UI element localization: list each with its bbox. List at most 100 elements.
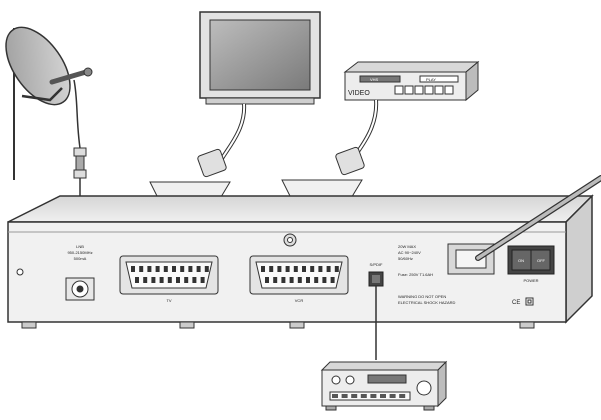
amp-button bbox=[360, 394, 367, 398]
scart-pin bbox=[281, 277, 286, 283]
power-spec-1: 20W MAX bbox=[398, 244, 416, 249]
scart-pin bbox=[188, 266, 193, 272]
vcr-port-label: VCR bbox=[295, 298, 304, 303]
power-spec-2: AC 90~240V bbox=[398, 250, 421, 255]
scart-pin bbox=[293, 266, 298, 272]
vcr-display-text-2: PLAY bbox=[426, 77, 436, 82]
television bbox=[199, 11, 321, 105]
switch-off-label: OFF bbox=[537, 258, 546, 263]
scart-pin bbox=[192, 277, 197, 283]
tv-screen bbox=[209, 19, 311, 91]
switch-on-label: ON bbox=[518, 258, 524, 263]
fuse-label: Fuse: 250V T1.6AH bbox=[398, 272, 433, 277]
tv-port-label: TV bbox=[166, 298, 171, 303]
screw-left bbox=[16, 268, 24, 276]
scart-pin bbox=[326, 266, 331, 272]
scart-pin bbox=[302, 266, 306, 272]
amp-button bbox=[399, 394, 406, 398]
ce-mark: CE bbox=[512, 300, 520, 306]
power-switch bbox=[507, 245, 555, 275]
vcr: VIDEO VHS PLAY bbox=[343, 60, 480, 102]
foot-4 bbox=[519, 321, 535, 329]
scart-pin bbox=[265, 277, 269, 283]
scart-pin bbox=[155, 266, 160, 272]
spdif-label: S/PDIF bbox=[370, 262, 383, 267]
foot-3 bbox=[289, 321, 305, 329]
dish-reflector bbox=[5, 26, 71, 106]
scart-pin bbox=[151, 277, 156, 283]
vcr-button-3 bbox=[414, 85, 424, 95]
amp-volume-knob bbox=[416, 380, 432, 396]
scart-pin bbox=[196, 266, 201, 272]
scart-pin bbox=[135, 277, 139, 283]
dish-arm bbox=[49, 69, 89, 85]
dish-bracket bbox=[21, 87, 63, 102]
scart-pin bbox=[334, 266, 339, 272]
scart-pin bbox=[314, 277, 319, 283]
amp-knob-2 bbox=[345, 375, 355, 385]
amp-button bbox=[332, 394, 338, 398]
scart-pin bbox=[322, 277, 327, 283]
lnb-spec-2: 500mA bbox=[74, 256, 87, 261]
audio-amplifier bbox=[320, 360, 448, 411]
amp-foot-left bbox=[325, 405, 337, 411]
foot-2 bbox=[179, 321, 195, 329]
power-label: POWER bbox=[523, 278, 538, 283]
vcr-display-right bbox=[419, 75, 459, 83]
scart-pin bbox=[143, 277, 148, 283]
scart-tv-pins bbox=[131, 266, 209, 283]
lnb-spec-1: 950-2150MHz bbox=[67, 250, 92, 255]
scart-pin bbox=[297, 277, 302, 283]
tv-base bbox=[205, 97, 315, 105]
amp-button bbox=[351, 394, 358, 398]
receiver-top bbox=[7, 195, 594, 223]
vcr-display-left bbox=[359, 75, 401, 83]
scart-pin bbox=[269, 266, 274, 272]
scart-pin bbox=[167, 277, 172, 283]
scart-pin bbox=[176, 277, 180, 283]
scart-socket-vcr bbox=[249, 255, 349, 295]
vcr-button-6 bbox=[444, 85, 454, 95]
dish-cable bbox=[73, 79, 81, 149]
scart-pin bbox=[147, 266, 152, 272]
vcr-button-4 bbox=[424, 85, 434, 95]
f-connector bbox=[73, 147, 87, 179]
foot-1 bbox=[21, 321, 37, 329]
scart-pin bbox=[204, 266, 209, 272]
scart-pin bbox=[285, 266, 290, 272]
satellite-dish bbox=[5, 26, 93, 180]
lnb-head bbox=[83, 67, 93, 77]
warning-line-2: ELECTRICAL SHOCK HAZARD bbox=[398, 300, 456, 305]
scart-vcr-pins bbox=[261, 266, 339, 283]
amp-button bbox=[370, 394, 377, 398]
scart-pin bbox=[131, 266, 135, 272]
lnb-label: LNB bbox=[76, 244, 84, 249]
scart-pin bbox=[159, 277, 164, 283]
scart-pin bbox=[306, 277, 310, 283]
warning-line-1: WARNING DO NOT OPEN bbox=[398, 294, 446, 299]
amp-display bbox=[367, 374, 407, 384]
scart-pin bbox=[200, 277, 205, 283]
scart-pin bbox=[163, 266, 168, 272]
amp-button bbox=[380, 394, 386, 398]
vcr-button-2 bbox=[404, 85, 414, 95]
amp-foot-right bbox=[423, 405, 435, 411]
scart-pin bbox=[289, 277, 294, 283]
scart-pin bbox=[273, 277, 278, 283]
receiver: LNB 950-2150MHz 500mA TV VCR S/PDIF 20W … bbox=[7, 194, 594, 329]
tv-cable bbox=[218, 103, 247, 163]
scart-pin bbox=[261, 266, 265, 272]
scart-pin bbox=[180, 266, 185, 272]
lnb-input-port bbox=[65, 277, 95, 301]
amp-buttons bbox=[332, 394, 406, 398]
power-inlet bbox=[447, 243, 495, 275]
scart-pin bbox=[330, 277, 335, 283]
power-spec-3: 50/60Hz bbox=[398, 256, 413, 261]
vcr-button-5 bbox=[434, 85, 444, 95]
vcr-display-text-1: VHS bbox=[370, 77, 379, 82]
scart-pin bbox=[310, 266, 315, 272]
amp-knob-1 bbox=[331, 375, 341, 385]
vcr-button-1 bbox=[394, 85, 404, 95]
